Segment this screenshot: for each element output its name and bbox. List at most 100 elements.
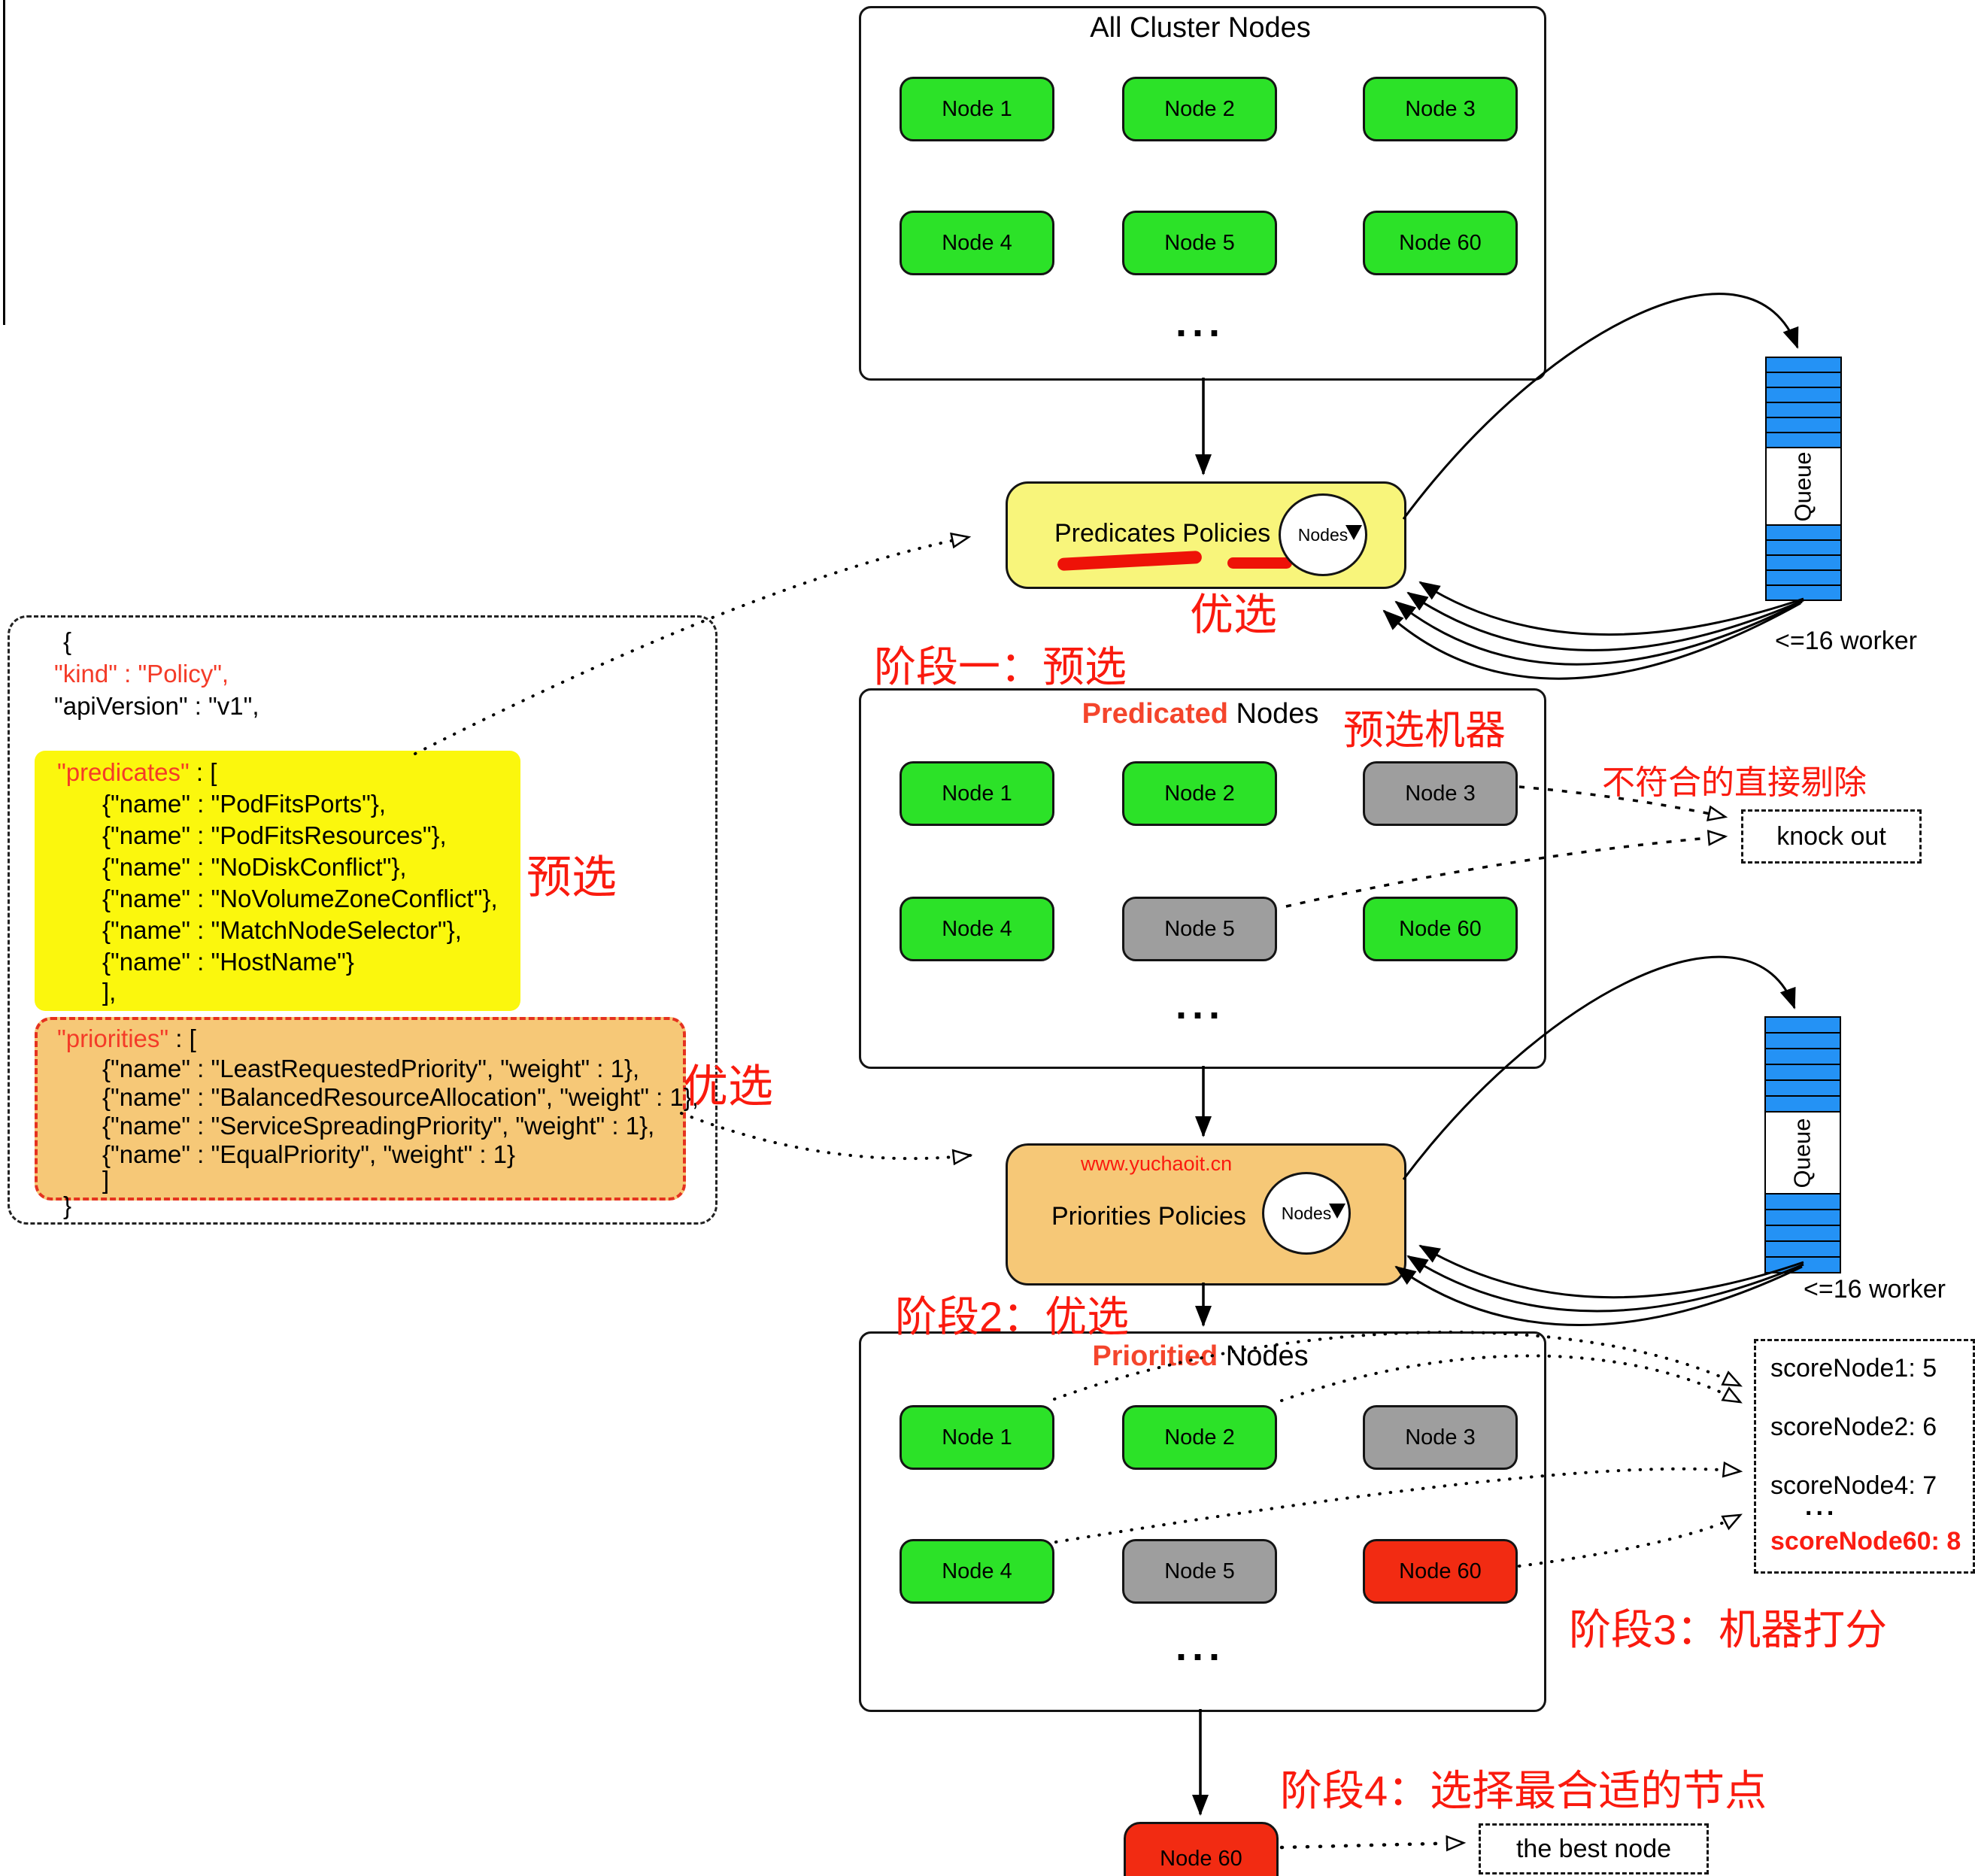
code-line: {"name" : "HostName"} xyxy=(102,948,354,976)
score-node2: scoreNode2: 6 xyxy=(1770,1413,1937,1441)
red-underline-stroke xyxy=(1227,557,1292,569)
queue-stripe xyxy=(1766,1258,1840,1272)
queue-stripe xyxy=(1767,388,1840,403)
queue-stripe xyxy=(1767,556,1840,571)
final-node-box: Node 60 xyxy=(1124,1822,1279,1876)
priorities-key: "priorities" xyxy=(57,1025,169,1052)
queue-stripe xyxy=(1766,1097,1840,1113)
node-box: Node 5 xyxy=(1122,897,1277,961)
queue-2: Queue xyxy=(1764,1016,1841,1273)
node-label: Node 5 xyxy=(1164,1559,1235,1583)
arrow-queue1-worker xyxy=(1394,600,1803,666)
node-box: Node 5 xyxy=(1122,1539,1277,1604)
predicates-highlight xyxy=(35,751,520,1011)
queue-label-cell: Queue xyxy=(1767,448,1840,526)
queue-stripe xyxy=(1767,571,1840,586)
annotation-yuxuan-json: 预选 xyxy=(526,852,617,903)
code-line-priorities: "priorities" : [ xyxy=(57,1025,196,1053)
node-label: Node 1 xyxy=(942,781,1012,806)
arrow-queue1-worker xyxy=(1406,591,1804,651)
node-label: Node 3 xyxy=(1405,781,1476,806)
predicated-nodes-title: Predicated Nodes xyxy=(859,698,1542,730)
score-node4: scoreNode4: 7 xyxy=(1770,1471,1937,1500)
arrow-queue2-worker xyxy=(1394,1265,1803,1327)
priorities-rest: : [ xyxy=(168,1025,196,1052)
code-line: {"name" : "NoDiskConflict"}, xyxy=(102,853,407,881)
node-box: Node 4 xyxy=(900,1539,1054,1604)
dotted-priorities-config-link xyxy=(680,1112,973,1166)
annotation-stage4: 阶段4：选择最合适的节点 xyxy=(1280,1767,1767,1814)
annotation-youxuan-mid: 优选 xyxy=(1190,590,1278,639)
queue-stripe xyxy=(1766,1065,1840,1081)
nodes-circle-label: Nodes xyxy=(1281,1203,1332,1223)
queue-stripe xyxy=(1767,373,1840,388)
prioritied-nodes-title: Prioritied Nodes xyxy=(859,1340,1542,1373)
queue-stripe xyxy=(1767,526,1840,541)
priorities-policies-label: Priorities Policies xyxy=(1051,1202,1246,1231)
code-line: { xyxy=(63,627,72,655)
queue-stripe xyxy=(1766,1081,1840,1097)
best-node-label: the best node xyxy=(1515,1834,1672,1863)
node-label: Node 3 xyxy=(1405,96,1476,121)
dotted-final-bestnode xyxy=(1279,1835,1467,1852)
code-line: {"name" : "NoVolumeZoneConflict"}, xyxy=(102,885,498,912)
queue-stripe xyxy=(1767,358,1840,373)
node-label: Node 60 xyxy=(1399,1559,1482,1583)
priorities-highlight xyxy=(35,1017,686,1201)
queue-stripe xyxy=(1766,1049,1840,1065)
arrow-queue1-worker xyxy=(1382,602,1801,680)
arrow-queue2-worker xyxy=(1418,1244,1804,1299)
ellipsis: ... xyxy=(1175,1624,1225,1669)
annotation-knock-note: 不符合的直接剔除 xyxy=(1602,764,1867,801)
node-label: Node 2 xyxy=(1164,1425,1235,1449)
left-border-line xyxy=(3,0,5,325)
prioritied-title-accent: Prioritied xyxy=(1092,1340,1218,1372)
code-line: ] xyxy=(102,1166,110,1194)
queue-stripe xyxy=(1767,541,1840,556)
node-label: Node 60 xyxy=(1399,230,1482,255)
knock-out-label: knock out xyxy=(1776,821,1886,851)
queue-stripe xyxy=(1766,1034,1840,1049)
queue-stripe xyxy=(1766,1210,1840,1226)
node-label: Node 4 xyxy=(942,230,1012,255)
queue-stripe xyxy=(1767,586,1840,600)
node-box: Node 3 xyxy=(1363,1405,1518,1470)
node-box: Node 3 xyxy=(1363,77,1518,141)
predicates-rest: : [ xyxy=(189,758,217,786)
node-box: Node 60 xyxy=(1363,1539,1518,1604)
code-line: {"name" : "ServiceSpreadingPriority", "w… xyxy=(102,1112,655,1140)
site-watermark: www.yuchaoit.cn xyxy=(1081,1152,1233,1175)
node-box: Node 5 xyxy=(1122,211,1277,275)
predicates-key: "predicates" xyxy=(57,758,190,786)
node-label: Node 4 xyxy=(942,916,1012,941)
score-node1: scoreNode1: 5 xyxy=(1770,1354,1937,1383)
node-box: Node 2 xyxy=(1122,77,1277,141)
node-label: Node 2 xyxy=(1164,96,1235,121)
score-panel xyxy=(1754,1339,1975,1574)
worker-label-2: <=16 worker xyxy=(1804,1275,1946,1304)
score-ellipsis: ... xyxy=(1805,1492,1838,1521)
best-node-box: the best node xyxy=(1479,1823,1709,1874)
annotation-stage1: 阶段一：预选 xyxy=(874,643,1127,691)
annotation-youxuan-json: 优选 xyxy=(683,1061,773,1112)
queue-stripe xyxy=(1767,418,1840,433)
queue-1: Queue xyxy=(1765,357,1842,601)
node-box: Node 1 xyxy=(900,1405,1054,1470)
all-cluster-nodes-title: All Cluster Nodes xyxy=(1090,12,1311,44)
score-node60: scoreNode60: 8 xyxy=(1770,1527,1961,1556)
node-label: Node 60 xyxy=(1160,1846,1242,1871)
node-label: Node 5 xyxy=(1164,230,1235,255)
node-box: Node 4 xyxy=(900,211,1054,275)
code-line: {"name" : "BalancedResourceAllocation", … xyxy=(102,1083,699,1111)
node-box: Node 2 xyxy=(1122,761,1277,826)
code-line: {"name" : "LeastRequestedPriority", "wei… xyxy=(102,1055,640,1082)
code-line: {"name" : "PodFitsResources"}, xyxy=(102,821,447,849)
queue-label: Queue xyxy=(1789,451,1816,522)
queue-label: Queue xyxy=(1788,1117,1816,1188)
cycle-arrow-icon xyxy=(1345,525,1362,540)
node-box: Node 3 xyxy=(1363,761,1518,826)
node-box: Node 60 xyxy=(1363,897,1518,961)
queue-stripe xyxy=(1766,1242,1840,1258)
node-label: Node 1 xyxy=(942,96,1012,121)
